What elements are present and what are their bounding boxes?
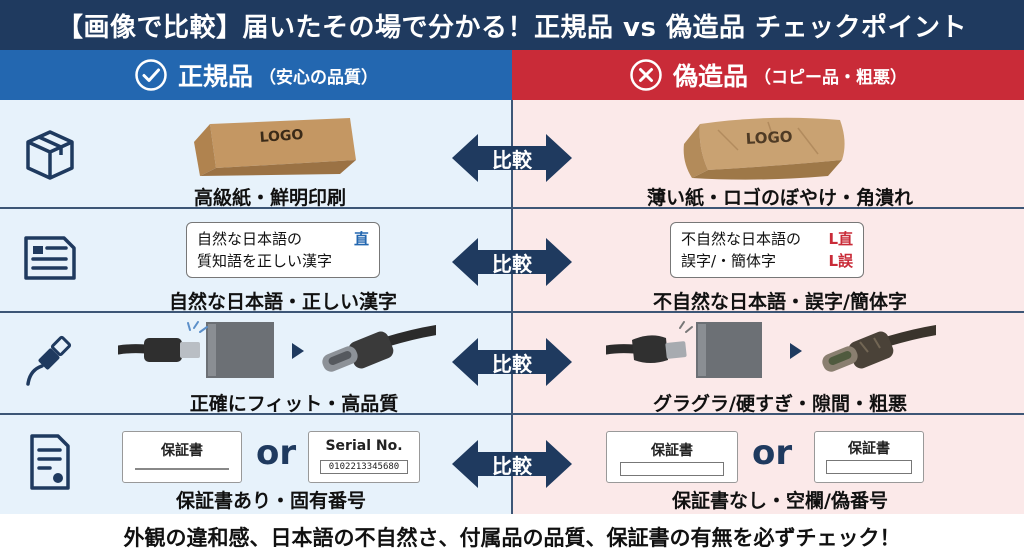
counterfeit-text-line: 不自然な日本語の: [681, 230, 802, 248]
genuine-box-image: LOGO: [194, 118, 356, 176]
counterfeit-row-caption: 保証書なし・空欄/偽番号: [672, 490, 888, 512]
error-mark: L直: [828, 230, 853, 248]
counterfeit-box-image: LOGO: [683, 117, 845, 180]
counterfeit-warranty-card: 保証書: [606, 431, 738, 483]
genuine-text-line: 質知語を正しい漢字: [197, 252, 333, 270]
warranty-card-line: [134, 468, 230, 470]
compare-arrow: 比較: [452, 132, 572, 184]
counterfeit-row-caption: 不自然な日本語・誤字/簡体字: [653, 291, 907, 313]
counterfeit-serial-card: 保証書: [814, 431, 924, 483]
usb-cable-icon: [26, 335, 72, 386]
counterfeit-usb-connector-image: [822, 325, 936, 372]
or-label: or: [256, 433, 297, 473]
genuine-cable-fit-image: [118, 321, 274, 378]
warranty-card-title: 保証書: [651, 443, 693, 459]
warranty-card-title: 保証書: [848, 441, 890, 457]
row-divider: [0, 311, 1024, 313]
counterfeit-header: 偽造品 （コピー品・粗悪）: [512, 50, 1024, 100]
warranty-card-title: 保証書: [161, 443, 203, 459]
compare-arrow: 比較: [452, 438, 572, 490]
genuine-row-caption: 自然な日本語・正しい漢字: [168, 291, 398, 313]
counterfeit-text-line: 誤字/・簡体字: [681, 252, 777, 270]
genuine-text-line: 自然な日本語の: [197, 230, 303, 248]
arrow-right-icon: [292, 343, 304, 359]
certificate-document-icon: [30, 434, 70, 490]
genuine-box-logo: LOGO: [259, 127, 304, 146]
genuine-usb-connector-image: [322, 325, 436, 372]
genuine-row-caption: 保証書あり・固有番号: [175, 490, 367, 512]
compare-label: 比較: [492, 453, 532, 478]
counterfeit-box-logo: LOGO: [745, 128, 793, 148]
counterfeit-row-caption: 薄い紙・ロゴのぼやけ・角潰れ: [646, 187, 914, 209]
document-text-icon: [24, 236, 76, 280]
counterfeit-cable-fit-image: [606, 321, 762, 378]
x-circle-icon: [630, 59, 662, 91]
counterfeit-text-sample: 不自然な日本語の 誤字/・簡体字 L直 L誤: [670, 222, 864, 278]
compare-arrow: 比較: [452, 236, 572, 288]
genuine-warranty-card: 保証書: [122, 431, 242, 483]
double-arrow-icon: [452, 134, 572, 182]
compare-label: 比較: [492, 147, 532, 172]
serial-number: 0102213345680: [320, 460, 408, 474]
center-divider: [511, 100, 513, 514]
arrow-right-icon: [790, 343, 802, 359]
genuine-row-caption: 高級紙・鮮明印刷: [193, 187, 347, 209]
counterfeit-header-sub: （コピー品・粗悪）: [754, 67, 907, 88]
genuine-header-main: 正規品: [177, 62, 253, 91]
compare-label: 比較: [492, 251, 532, 276]
page-title: 【画像で比較】届いたその場で分かる！正規品 vs 偽造品 チェックポイント: [0, 0, 1024, 50]
genuine-header: 正規品 （安心の品質）: [0, 50, 512, 100]
compare-label: 比較: [492, 351, 532, 376]
genuine-header-sub: （安心の品質）: [259, 67, 378, 88]
blank-serial-box: [620, 462, 724, 476]
genuine-row-caption: 正確にフィット・高品質: [189, 393, 399, 415]
correct-mark: 直: [353, 230, 369, 248]
counterfeit-header-main: 偽造品: [672, 62, 748, 91]
footer-summary: 外観の違和感、日本語の不自然さ、付属品の品質、保証書の有無を必ずチェック！: [0, 514, 1024, 559]
serial-card-title: Serial No.: [325, 438, 403, 454]
genuine-text-sample: 自然な日本語の 質知語を正しい漢字 直: [186, 222, 380, 278]
double-arrow-icon: [452, 238, 572, 286]
row-divider: [0, 413, 1024, 415]
check-circle-icon: [135, 59, 167, 91]
error-mark: L誤: [828, 252, 853, 270]
compare-arrow: 比較: [452, 336, 572, 388]
package-icon: [26, 130, 74, 180]
double-arrow-icon: [452, 338, 572, 386]
double-arrow-icon: [452, 440, 572, 488]
counterfeit-row-caption: グラグラ/硬すぎ・隙間・粗悪: [653, 393, 907, 415]
or-label: or: [752, 433, 793, 473]
fake-serial-box: [825, 460, 913, 474]
genuine-serial-card: Serial No. 0102213345680: [308, 431, 420, 483]
row-divider: [0, 207, 1024, 209]
